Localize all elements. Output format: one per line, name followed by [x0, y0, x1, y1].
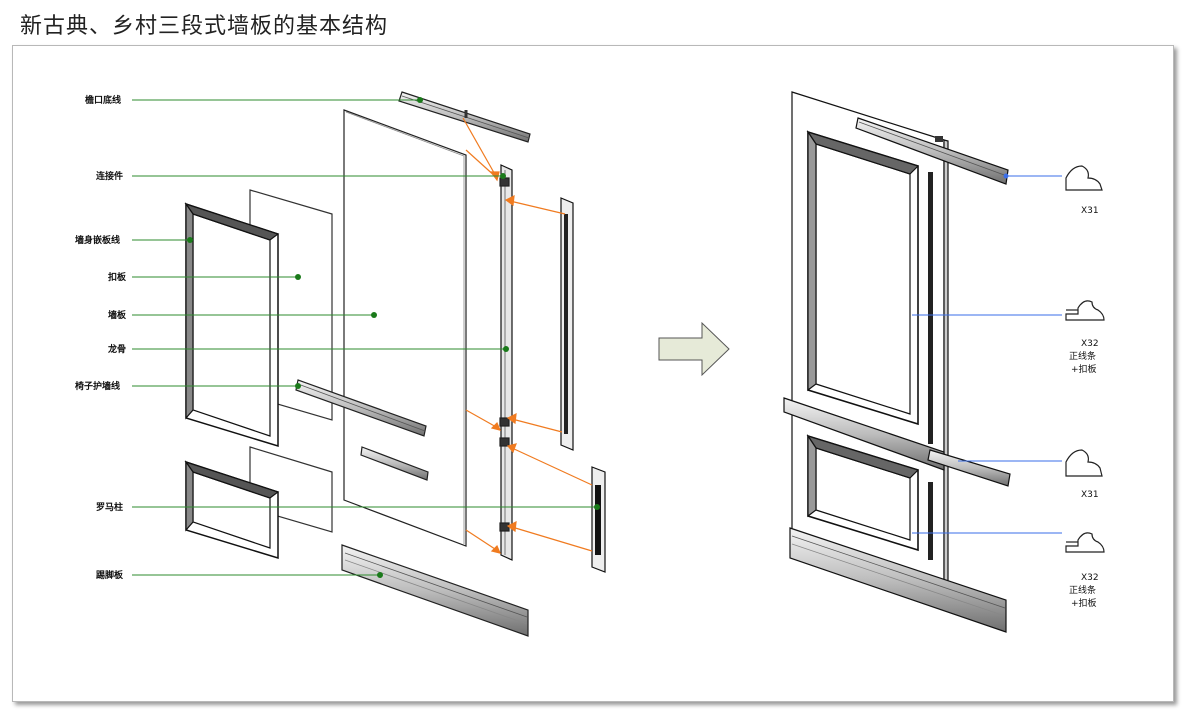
profile-note-2a: 正线条	[1069, 350, 1096, 362]
label-wall-panel: 墙板	[108, 309, 127, 321]
label-roman-column: 罗马柱	[96, 501, 123, 513]
skirting-board	[341, 544, 529, 637]
roman-column	[591, 466, 606, 573]
profile-code-2: X32	[1081, 339, 1099, 349]
keel-post	[499, 164, 513, 561]
exploded-view	[184, 91, 606, 637]
profile-x31-icon	[1065, 165, 1103, 191]
label-skirting: 踢脚板	[96, 569, 124, 581]
profile-code-1: X31	[1081, 206, 1099, 216]
label-keel: 龙骨	[107, 343, 126, 355]
profile-leaders	[912, 173, 1062, 534]
upper-wainscot-frame	[184, 202, 280, 448]
profile-x31b-icon	[1065, 449, 1103, 477]
assembled-view	[783, 91, 1011, 633]
profile-code-3: X31	[1081, 490, 1099, 500]
profile-x32-icon	[1065, 300, 1105, 321]
panel-rail-piece	[360, 446, 429, 481]
label-connector: 连接件	[96, 170, 123, 182]
label-wainscot-line: 墙身嵌板线	[75, 234, 120, 246]
profile-shapes	[1065, 165, 1105, 553]
wall-panel	[343, 109, 467, 547]
profile-code-4: X32	[1081, 573, 1099, 583]
lower-wainscot-frame	[184, 460, 280, 560]
leader-lines	[132, 97, 600, 578]
profile-x32b-icon	[1065, 532, 1105, 553]
assembly-arrows	[462, 117, 593, 554]
right-arrow-icon	[658, 321, 730, 377]
profile-note-4a: 正线条	[1069, 584, 1096, 596]
label-cornice: 檐口底线	[85, 94, 121, 106]
upper-column	[560, 197, 574, 451]
label-cover-panel: 扣板	[108, 271, 127, 283]
profile-note-2b: +扣板	[1071, 363, 1097, 375]
page-title: 新古典、乡村三段式墙板的基本结构	[20, 14, 389, 39]
profile-note-4b: +扣板	[1071, 597, 1097, 609]
label-chair-rail: 椅子护墙线	[75, 380, 120, 392]
